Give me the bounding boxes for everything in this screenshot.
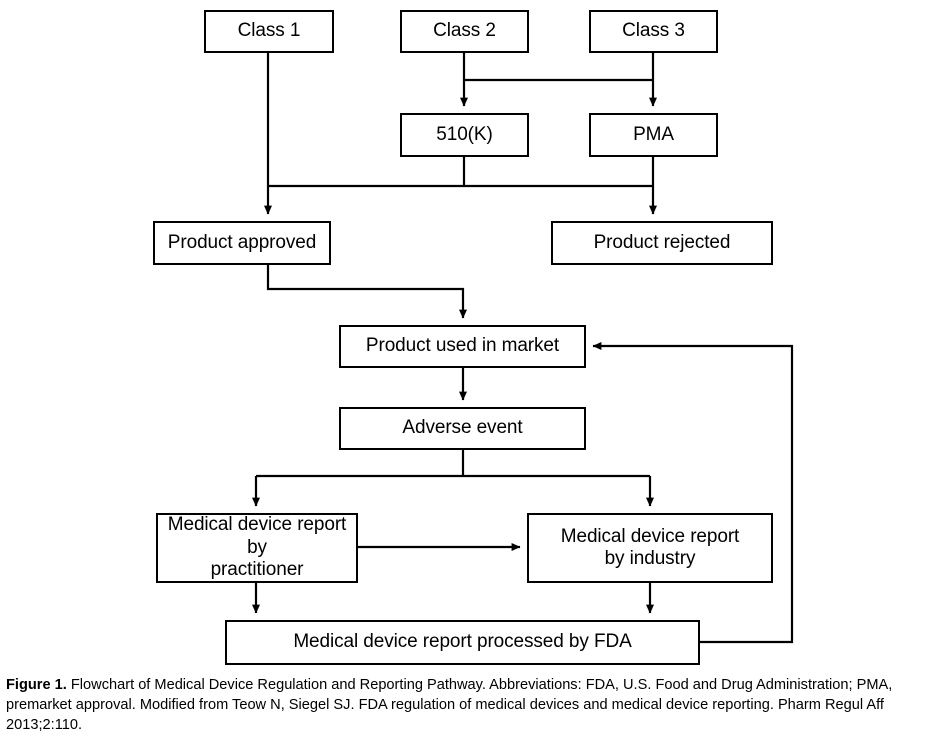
node-product-approved[interactable]: Product approved bbox=[153, 221, 331, 265]
node-class-3[interactable]: Class 3 bbox=[589, 10, 718, 53]
figure-caption-text: Flowchart of Medical Device Regulation a… bbox=[6, 677, 893, 733]
node-product-rejected[interactable]: Product rejected bbox=[551, 221, 773, 265]
node-adverse-event[interactable]: Adverse event bbox=[339, 407, 586, 450]
edge-fda-to-market-feedback bbox=[592, 342, 794, 644]
node-mdr-by-practitioner[interactable]: Medical device report by practitioner bbox=[156, 513, 358, 583]
figure-caption: Figure 1. Flowchart of Medical Device Re… bbox=[6, 676, 944, 736]
node-product-used-in-market[interactable]: Product used in market bbox=[339, 325, 586, 368]
node-class-1[interactable]: Class 1 bbox=[204, 10, 334, 53]
node-class-2[interactable]: Class 2 bbox=[400, 10, 529, 53]
edge-approved-to-market bbox=[266, 265, 467, 319]
node-510k[interactable]: 510(K) bbox=[400, 113, 529, 157]
node-mdr-processed-by-fda[interactable]: Medical device report processed by FDA bbox=[225, 620, 700, 665]
node-mdr-by-industry[interactable]: Medical device report by industry bbox=[527, 513, 773, 583]
node-pma[interactable]: PMA bbox=[589, 113, 718, 157]
flowchart-connector-canvas bbox=[252, 53, 794, 644]
figure-caption-label: Figure 1. bbox=[6, 677, 67, 693]
